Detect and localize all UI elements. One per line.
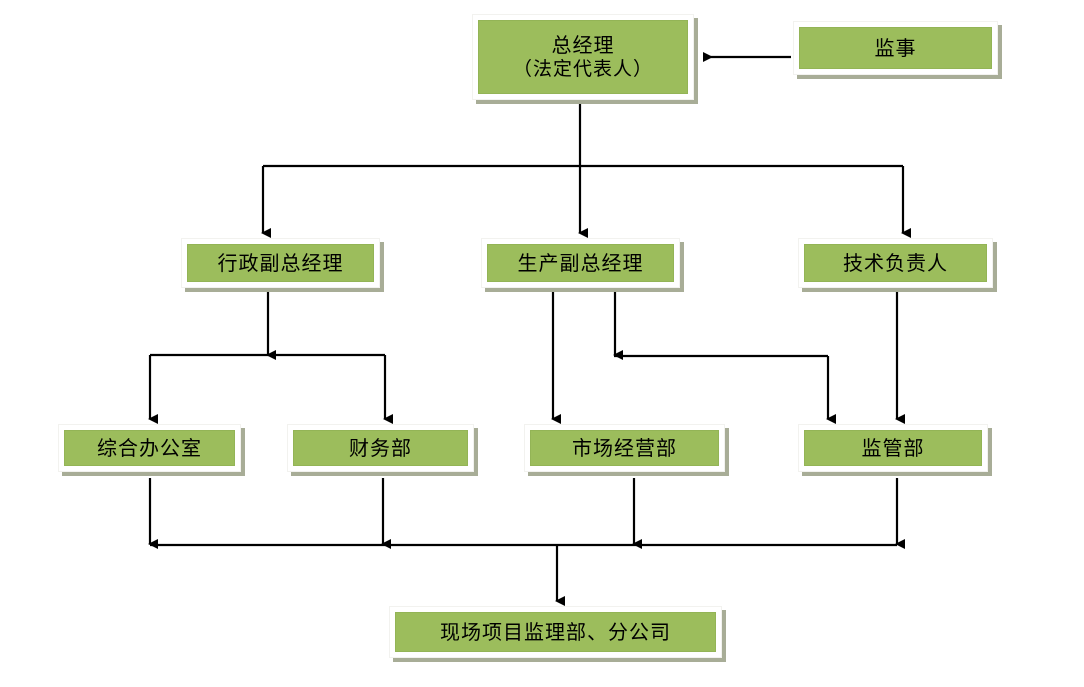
node-general-manager-label: 总经理 (551, 32, 615, 57)
node-finance-department-label: 财务部 (349, 435, 412, 460)
node-supervisor-label: 监事 (874, 35, 917, 60)
node-market-operations-department-body: 市场经营部 (530, 430, 719, 466)
node-regulation-department-body: 监管部 (804, 430, 982, 466)
node-supervisor[interactable]: 监事 (793, 21, 998, 75)
node-admin-vice-gm-body: 行政副总经理 (187, 244, 374, 282)
node-technical-director-body: 技术负责人 (804, 244, 987, 282)
node-supervisor-body: 监事 (799, 27, 992, 69)
node-technical-director-label: 技术负责人 (843, 250, 948, 275)
node-general-manager-sublabel: （法定代表人） (512, 57, 653, 80)
node-finance-department-body: 财务部 (293, 430, 468, 466)
node-market-operations-department-label: 市场经营部 (572, 435, 677, 460)
node-general-office[interactable]: 综合办公室 (58, 424, 241, 472)
node-market-operations-department[interactable]: 市场经营部 (524, 424, 725, 472)
node-general-manager[interactable]: 总经理 （法定代表人） (472, 14, 694, 100)
node-technical-director[interactable]: 技术负责人 (798, 238, 993, 288)
node-regulation-department[interactable]: 监管部 (798, 424, 988, 472)
node-general-office-body: 综合办公室 (64, 430, 235, 466)
node-site-supervision-branch[interactable]: 现场项目监理部、分公司 (389, 606, 722, 658)
node-regulation-department-label: 监管部 (861, 435, 925, 460)
node-production-vice-gm-label: 生产副总经理 (517, 250, 644, 275)
node-general-manager-body: 总经理 （法定代表人） (478, 20, 688, 94)
node-finance-department[interactable]: 财务部 (287, 424, 474, 472)
node-production-vice-gm-body: 生产副总经理 (487, 244, 674, 282)
node-admin-vice-gm[interactable]: 行政副总经理 (181, 238, 380, 288)
node-site-supervision-branch-label: 现场项目监理部、分公司 (440, 619, 671, 644)
node-admin-vice-gm-label: 行政副总经理 (217, 250, 344, 275)
node-production-vice-gm[interactable]: 生产副总经理 (481, 238, 680, 288)
node-general-office-label: 综合办公室 (97, 435, 202, 460)
node-site-supervision-branch-body: 现场项目监理部、分公司 (395, 612, 716, 652)
